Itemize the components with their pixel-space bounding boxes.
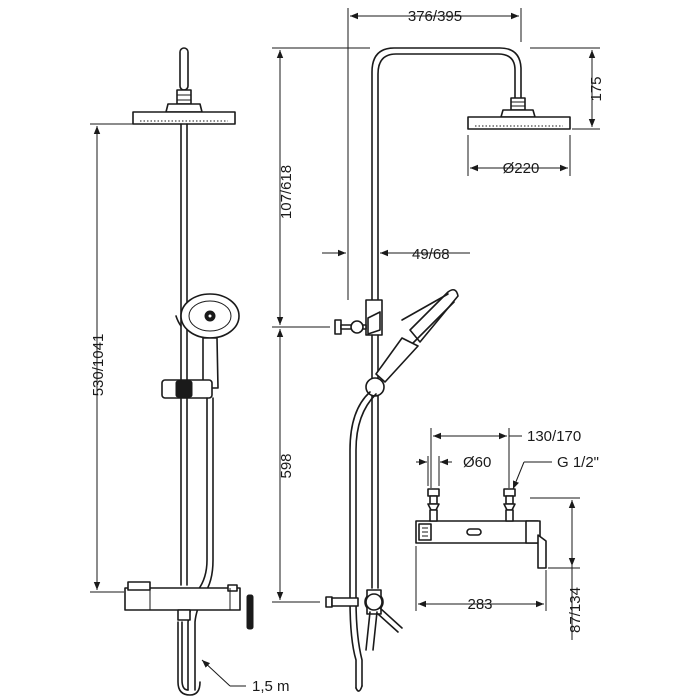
- total-height-label: 530/1041: [90, 334, 107, 397]
- side-view: [325, 47, 571, 692]
- mixer-width-label: 283: [467, 596, 492, 613]
- head-height-label: 175: [588, 76, 605, 101]
- offset-label: 49/68: [412, 246, 450, 263]
- thread-label: G 1/2": [557, 454, 599, 471]
- lower-height-label: 598: [278, 453, 295, 478]
- mixer-height-label: 87/134: [567, 587, 584, 633]
- front-view: [124, 47, 254, 696]
- hose-length-label: 1,5 m: [252, 678, 290, 695]
- mixer-depth-label: 130/170: [527, 428, 581, 445]
- dimension-lines: [90, 8, 600, 687]
- upper-height-label: 107/618: [278, 165, 295, 219]
- dimension-labels: 376/395 175 Ø220 107/618 49/68 530/1041 …: [90, 8, 605, 695]
- mixer-detail-view: [415, 488, 547, 569]
- head-diameter-label: Ø220: [503, 160, 540, 177]
- knob-diameter-label: Ø60: [463, 454, 491, 471]
- width-top-label: 376/395: [408, 8, 462, 25]
